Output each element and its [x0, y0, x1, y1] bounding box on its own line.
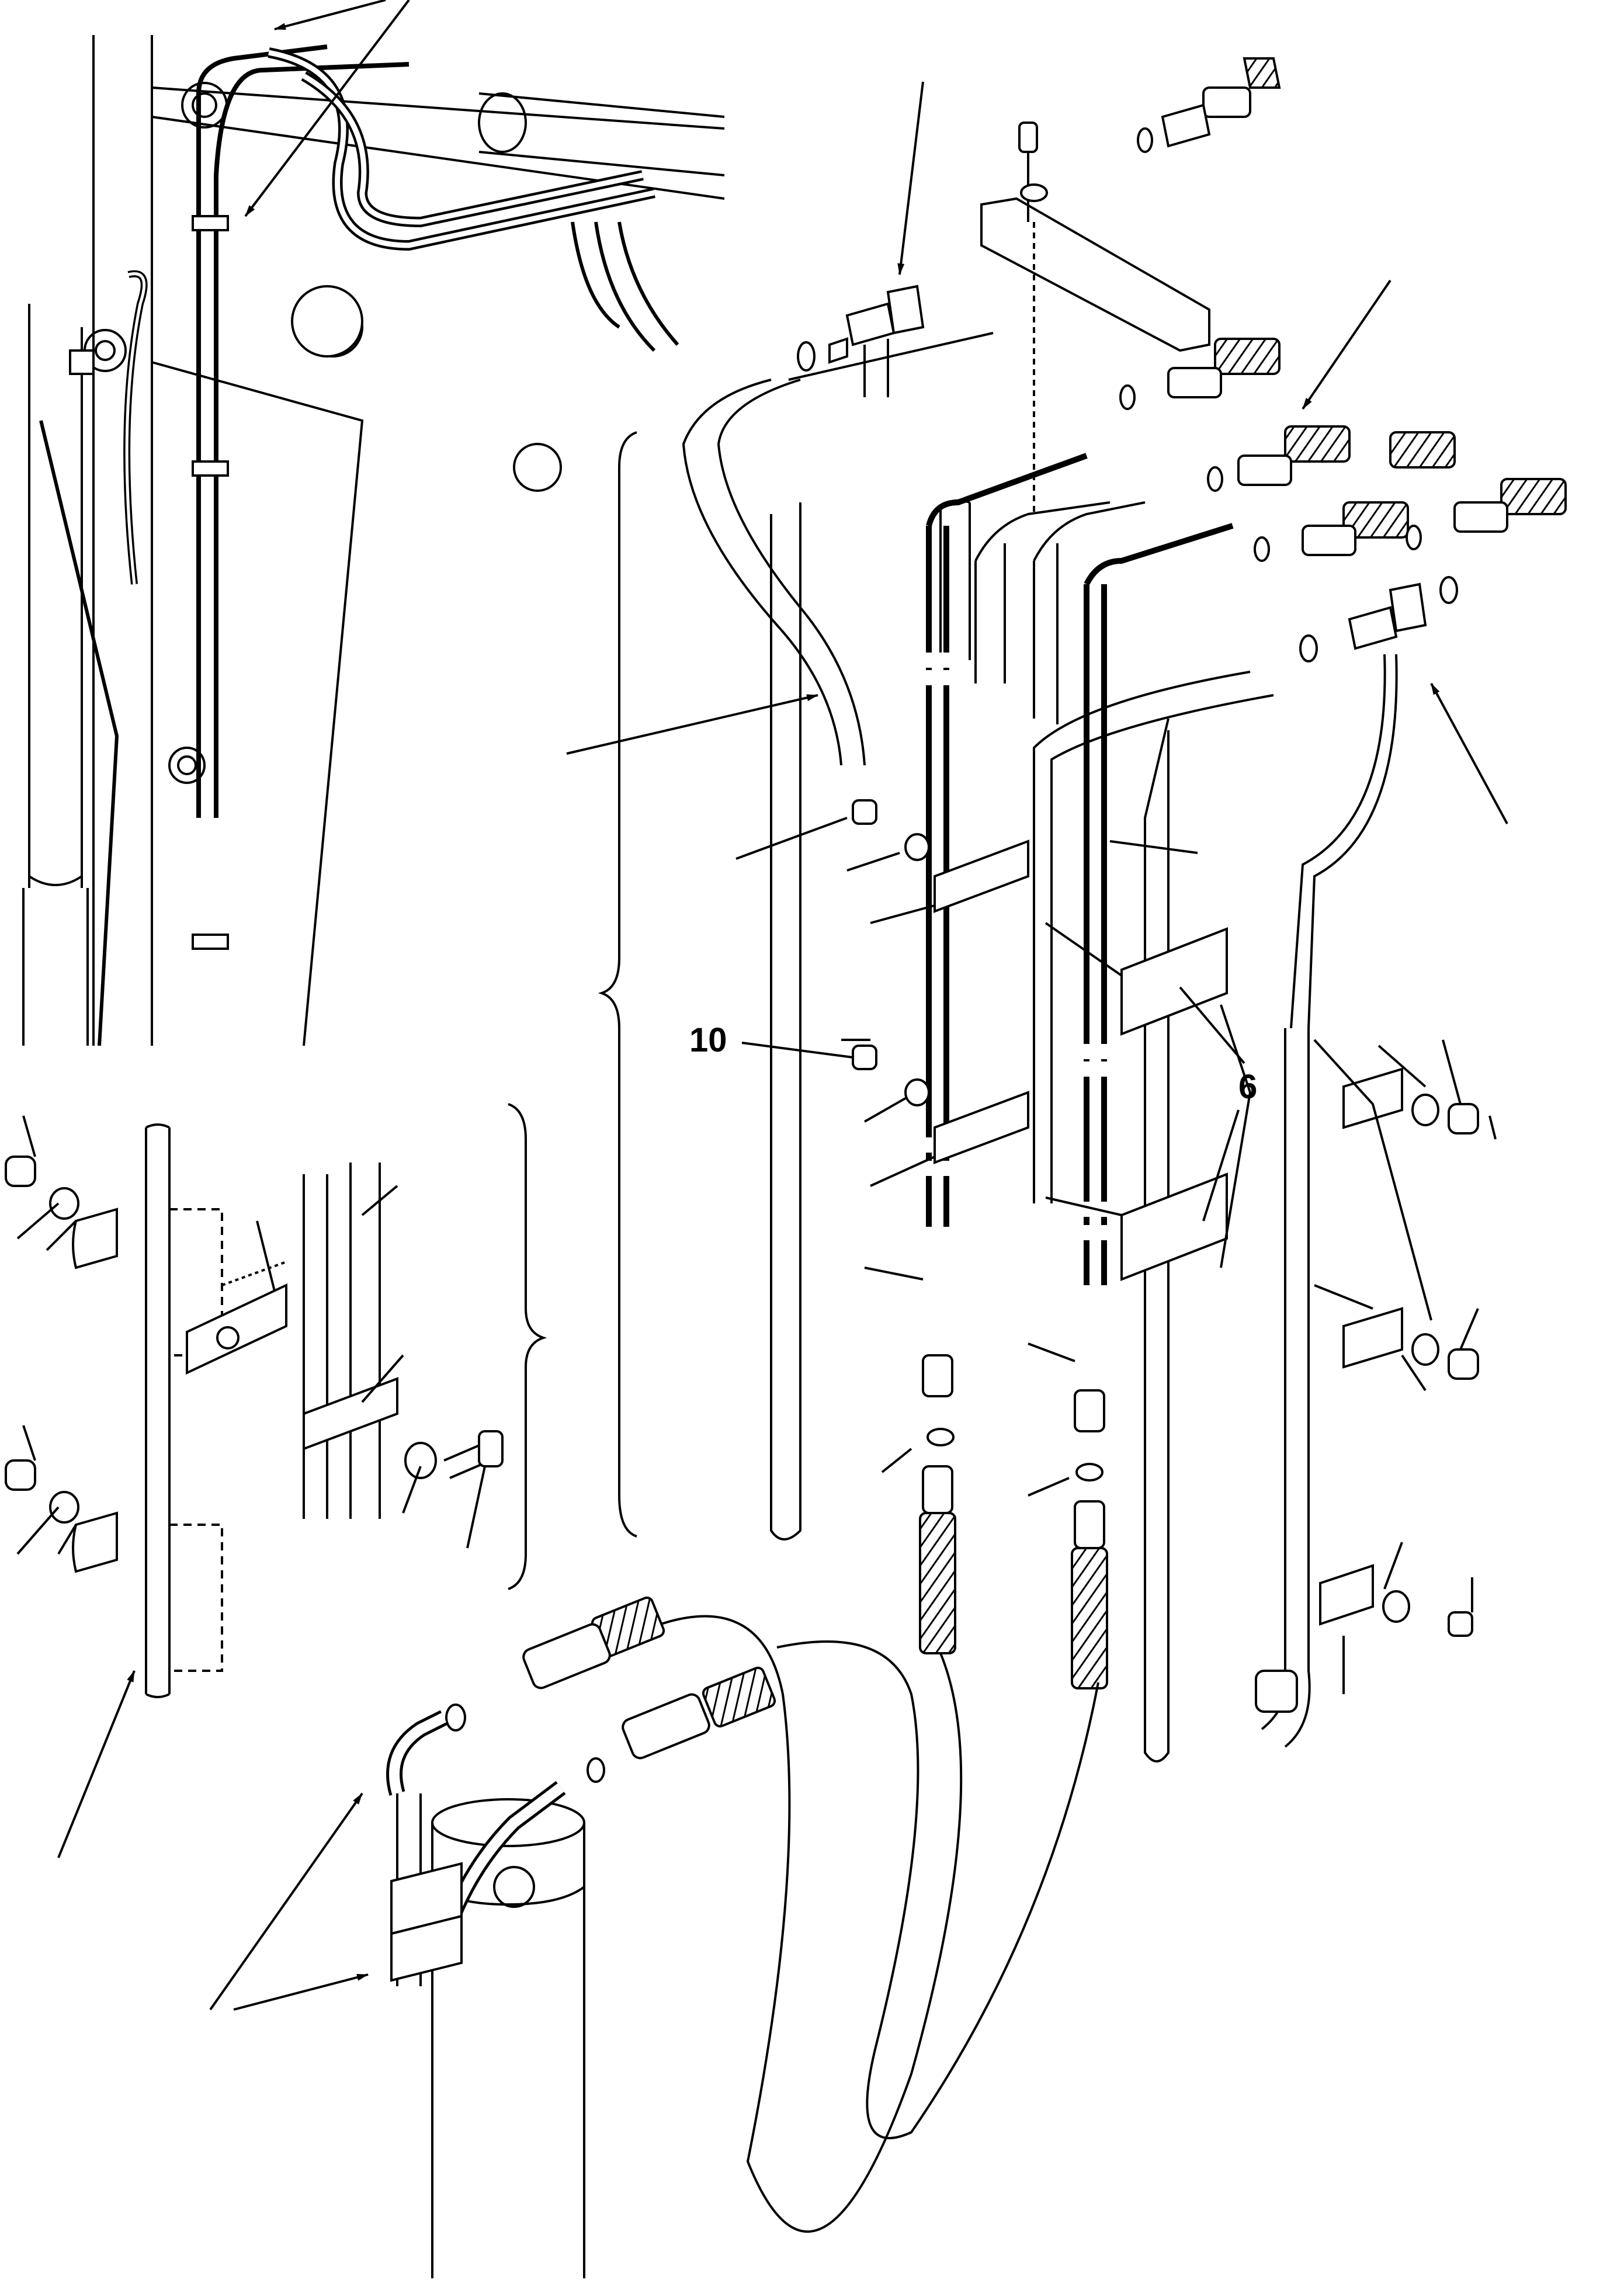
- callout-6-label: 6: [1238, 1068, 1257, 1106]
- boom-assembly: [22, 35, 725, 1046]
- top-left-arrows: [244, 0, 410, 217]
- hose-assembly-right: [598, 57, 1567, 2233]
- callout-10-leader: [741, 1042, 853, 1059]
- right-arrows: [566, 81, 1508, 824]
- callout-6-leader: [1179, 986, 1245, 1222]
- left-detail-arrow: [57, 1670, 136, 1858]
- callout-10-label: 10: [689, 1021, 727, 1059]
- arm-cylinder: [386, 1596, 776, 2278]
- bottom-arrows: [209, 1792, 369, 2011]
- clamp-detail-left: [5, 1103, 547, 1698]
